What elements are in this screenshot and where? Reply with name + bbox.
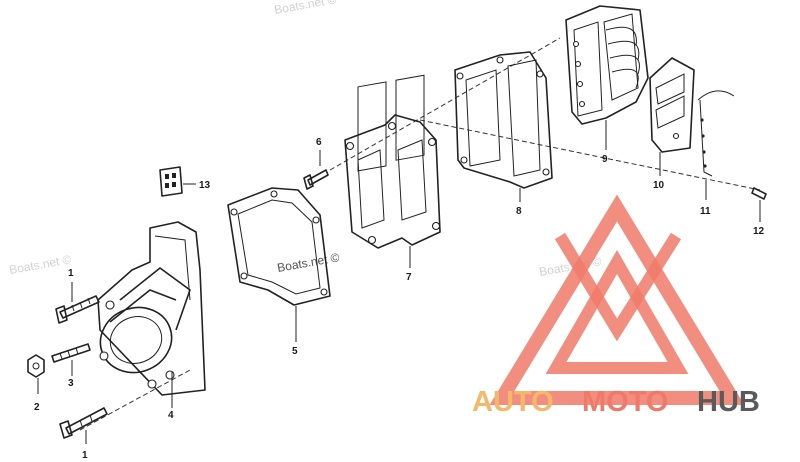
part-2-nut bbox=[27, 354, 45, 394]
part-1-upper-bolt bbox=[55, 282, 100, 324]
callout-5: 5 bbox=[292, 346, 298, 357]
part-10-reed-stop bbox=[649, 57, 695, 176]
callout-3: 3 bbox=[68, 378, 74, 389]
assembly-axis-upper bbox=[329, 37, 561, 171]
callout-13: 13 bbox=[199, 180, 211, 191]
svg-text:MOTO: MOTO bbox=[582, 386, 668, 418]
callout-6: 6 bbox=[316, 137, 322, 148]
watermark-center: Boats.net © bbox=[276, 250, 341, 275]
part-13-decal bbox=[159, 166, 196, 197]
callout-7: 7 bbox=[406, 272, 412, 283]
callout-12: 12 bbox=[753, 226, 765, 237]
callout-1-lower: 1 bbox=[82, 450, 88, 461]
assembly-axis-bolt bbox=[79, 369, 191, 431]
callout-8: 8 bbox=[516, 206, 522, 217]
part-8-gasket bbox=[454, 51, 553, 202]
part-12-screw bbox=[751, 187, 767, 222]
callout-11: 11 bbox=[700, 206, 711, 217]
svg-text:AUTO: AUTO bbox=[472, 386, 554, 418]
watermark-top: Boats.net © bbox=[273, 0, 338, 17]
part-11-reed-petals bbox=[697, 90, 735, 200]
part-9-reed-valve bbox=[565, 5, 649, 150]
part-1-lower-bolt bbox=[59, 407, 108, 444]
callout-4: 4 bbox=[168, 410, 174, 421]
svg-text:HUB: HUB bbox=[697, 386, 760, 418]
callout-10: 10 bbox=[653, 180, 665, 191]
assembly-axis-lower bbox=[419, 119, 761, 191]
callout-2: 2 bbox=[34, 402, 40, 413]
part-3-stud bbox=[51, 343, 91, 376]
part-7-reed-block bbox=[344, 74, 441, 268]
part-5-gasket bbox=[227, 187, 331, 342]
part-6-screw bbox=[303, 150, 329, 190]
watermark-left: Boats.net © bbox=[8, 252, 73, 277]
callout-9: 9 bbox=[602, 154, 608, 165]
callout-1-upper: 1 bbox=[68, 268, 74, 279]
automotohub-logo: AUTO MOTO HUB bbox=[472, 194, 760, 418]
part-4-adapter-housing bbox=[97, 221, 206, 408]
